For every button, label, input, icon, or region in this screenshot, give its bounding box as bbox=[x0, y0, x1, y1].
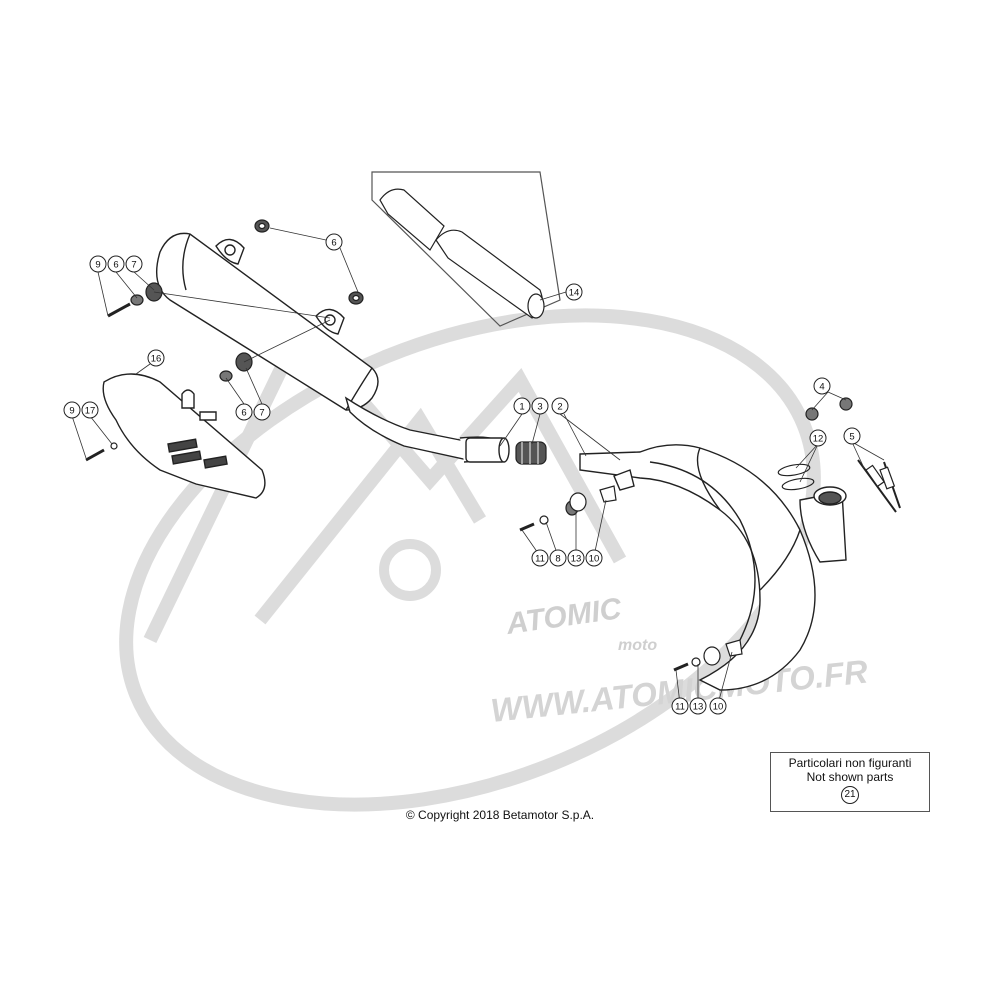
callout-10-lower: 10 bbox=[709, 697, 727, 715]
expansion-chamber bbox=[579, 444, 847, 691]
svg-text:16: 16 bbox=[151, 354, 162, 365]
callout-6-top: 6 bbox=[325, 233, 343, 251]
callout-9-left: 9 bbox=[89, 255, 107, 273]
svg-text:6: 6 bbox=[241, 408, 246, 419]
callout-7-left: 7 bbox=[125, 255, 143, 273]
svg-text:7: 7 bbox=[259, 408, 264, 419]
svg-text:1: 1 bbox=[519, 402, 524, 413]
callout-6-mid: 6 bbox=[235, 403, 253, 421]
svg-text:4: 4 bbox=[819, 382, 824, 393]
callouts: 6 9 6 7 16 6 7 9 17 14 1 3 2 4 12 5 11 8… bbox=[63, 233, 861, 715]
callout-11-upper: 11 bbox=[531, 549, 549, 567]
callout-7-mid: 7 bbox=[253, 403, 271, 421]
svg-text:3: 3 bbox=[537, 402, 542, 413]
svg-text:2: 2 bbox=[557, 402, 562, 413]
svg-text:7: 7 bbox=[131, 260, 136, 271]
svg-text:6: 6 bbox=[331, 238, 336, 249]
watermark-brand: ATOMIC bbox=[503, 592, 624, 641]
watermark-url: WWW.ATOMICMOTO.FR bbox=[489, 653, 870, 729]
svg-text:13: 13 bbox=[571, 554, 582, 565]
svg-text:13: 13 bbox=[693, 702, 704, 713]
not-shown-english: Not shown parts bbox=[806, 770, 894, 784]
leader-lines bbox=[71, 227, 885, 705]
watermark-sub: moto bbox=[618, 637, 657, 654]
callout-13-lower: 13 bbox=[689, 697, 707, 715]
callout-3: 3 bbox=[531, 397, 549, 415]
callout-4: 4 bbox=[813, 377, 831, 395]
svg-text:11: 11 bbox=[535, 554, 545, 565]
watermark-logo bbox=[119, 308, 821, 812]
not-shown-italian: Particolari non figuranti bbox=[788, 756, 912, 770]
svg-text:10: 10 bbox=[589, 554, 600, 565]
callout-8: 8 bbox=[549, 549, 567, 567]
svg-text:11: 11 bbox=[675, 702, 685, 713]
sleeve-coupler bbox=[515, 441, 547, 465]
svg-text:6: 6 bbox=[113, 260, 118, 271]
silencer-packing bbox=[371, 171, 561, 327]
callout-9-shield: 9 bbox=[63, 401, 81, 419]
callout-17: 17 bbox=[81, 401, 99, 419]
not-shown-parts-box: Particolari non figuranti Not shown part… bbox=[770, 752, 930, 812]
callout-12: 12 bbox=[809, 429, 827, 447]
svg-text:8: 8 bbox=[555, 554, 560, 565]
callout-6-left: 6 bbox=[107, 255, 125, 273]
callout-13-upper: 13 bbox=[567, 549, 585, 567]
svg-text:10: 10 bbox=[713, 702, 724, 713]
callout-11-lower: 11 bbox=[671, 697, 689, 715]
svg-text:5: 5 bbox=[849, 432, 854, 443]
callout-16: 16 bbox=[147, 349, 165, 367]
callout-10-upper: 10 bbox=[585, 549, 603, 567]
callout-5: 5 bbox=[843, 427, 861, 445]
svg-text:9: 9 bbox=[95, 260, 100, 271]
svg-text:9: 9 bbox=[69, 406, 74, 417]
svg-text:12: 12 bbox=[813, 434, 824, 445]
heat-shield bbox=[102, 373, 266, 499]
svg-text:14: 14 bbox=[569, 288, 580, 299]
callout-1: 1 bbox=[513, 397, 531, 415]
callout-14: 14 bbox=[565, 283, 583, 301]
callout-21: 21 bbox=[841, 786, 859, 804]
svg-text:17: 17 bbox=[85, 406, 96, 417]
callout-2: 2 bbox=[551, 397, 569, 415]
hardware bbox=[85, 219, 901, 672]
copyright-notice: © Copyright 2018 Betamotor S.p.A. bbox=[405, 808, 595, 822]
